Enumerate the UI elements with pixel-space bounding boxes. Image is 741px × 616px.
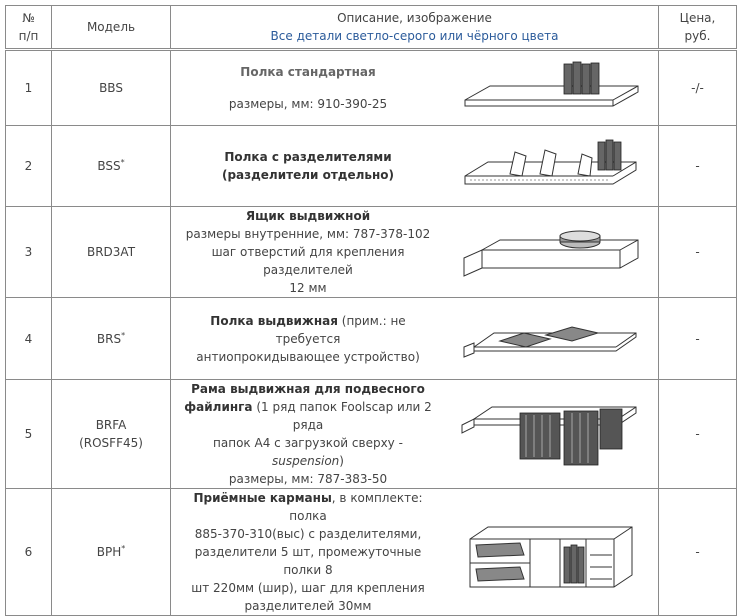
header-num: № п/п (5, 5, 52, 50)
row-title: Полка стандартная (240, 65, 376, 79)
row-model: BRD3AT (51, 206, 171, 298)
row-description: Полка выдвижная (прим.: не требуется ант… (170, 297, 659, 380)
row-text-line: размеры, мм: 787-383-50 (228, 472, 388, 486)
row-description: Ящик выдвижной размеры внутренние, мм: 7… (170, 206, 659, 298)
row-text-line: шаг отверстий для крепления разделителей (211, 245, 405, 277)
row-text-line: 12 мм (289, 281, 327, 295)
catalog-table: № п/п Модель Описание, изображение Все д… (5, 5, 737, 616)
table-row: 1 BBS Полка стандартная размеры, мм: 910… (5, 49, 737, 126)
row-text: размеры, мм: 910-390-25 (228, 97, 388, 111)
table-row: 5 BRFA(ROSFF45) Рама выдвижная для подве… (5, 379, 737, 489)
table-row: 2 BSS* Полка с разделителями (разделител… (5, 125, 737, 207)
header-price: Цена, руб. (658, 5, 737, 50)
row-price: - (658, 488, 737, 616)
shelf-with-binders-icon (445, 58, 655, 118)
table-row: 3 BRD3AT Ящик выдвижной размеры внутренн… (5, 206, 737, 298)
row-num: 5 (5, 379, 52, 489)
row-title: Приёмные карманы (193, 491, 332, 505)
row-price: - (658, 297, 737, 380)
reception-pockets-icon (445, 509, 655, 595)
row-num: 6 (5, 488, 52, 616)
table-header-row: № п/п Модель Описание, изображение Все д… (5, 5, 737, 50)
pull-out-shelf-icon (445, 307, 655, 371)
row-text-line: разделители 5 шт, промежуточные полки 8 (194, 545, 422, 577)
suspension-filing-frame-icon (445, 395, 655, 473)
row-model: BSS* (51, 125, 171, 207)
row-description: Полка с разделителями (разделители отдел… (170, 125, 659, 207)
row-price: - (658, 379, 737, 489)
row-text-line: разделителей 30мм (244, 599, 372, 613)
row-num: 1 (5, 49, 52, 126)
row-model: BBS (51, 49, 171, 126)
row-title: Рама выдвижная для подвесного (191, 382, 425, 396)
row-model: BRS* (51, 297, 171, 380)
table-row: 4 BRS* Полка выдвижная (прим.: не требуе… (5, 297, 737, 380)
row-title: Ящик выдвижной (245, 209, 371, 223)
row-text-line: шт 220мм (шир), шаг для крепления (191, 581, 425, 595)
row-title: Полка с разделителями (разделители отдел… (221, 150, 395, 182)
row-description: Рама выдвижная для подвесного файлинга (… (170, 379, 659, 489)
row-num: 3 (5, 206, 52, 298)
table-row: 6 BPH* Приёмные карманы, в комплекте: по… (5, 488, 737, 616)
row-price: - (658, 125, 737, 207)
row-num: 4 (5, 297, 52, 380)
header-desc-subtitle: Все детали светло-серого или чёрного цве… (270, 29, 559, 43)
row-text-line: 885-370-310(выс) с разделителями, (194, 527, 422, 541)
row-text-line: размеры внутренние, мм: 787-378-102 (185, 227, 431, 241)
row-text-line: антиопрокидывающее устройство) (196, 349, 420, 364)
row-price: - (658, 206, 737, 298)
row-title: Полка выдвижная (210, 313, 338, 328)
catalog-table-frame: № п/п Модель Описание, изображение Все д… (5, 5, 737, 616)
row-description: Полка стандартная размеры, мм: 910-390-2… (170, 49, 659, 126)
header-desc-title: Описание, изображение (337, 11, 492, 25)
header-model: Модель (51, 5, 171, 50)
header-description: Описание, изображение Все детали светло-… (170, 5, 659, 50)
row-model: BRFA(ROSFF45) (51, 379, 171, 489)
row-num: 2 (5, 125, 52, 207)
pull-out-drawer-icon (445, 220, 655, 284)
row-price: -/- (658, 49, 737, 126)
row-title: файлинга (184, 400, 253, 414)
row-model: BPH* (51, 488, 171, 616)
row-description: Приёмные карманы, в комплекте: полка 885… (170, 488, 659, 616)
shelf-with-dividers-icon (445, 134, 655, 198)
